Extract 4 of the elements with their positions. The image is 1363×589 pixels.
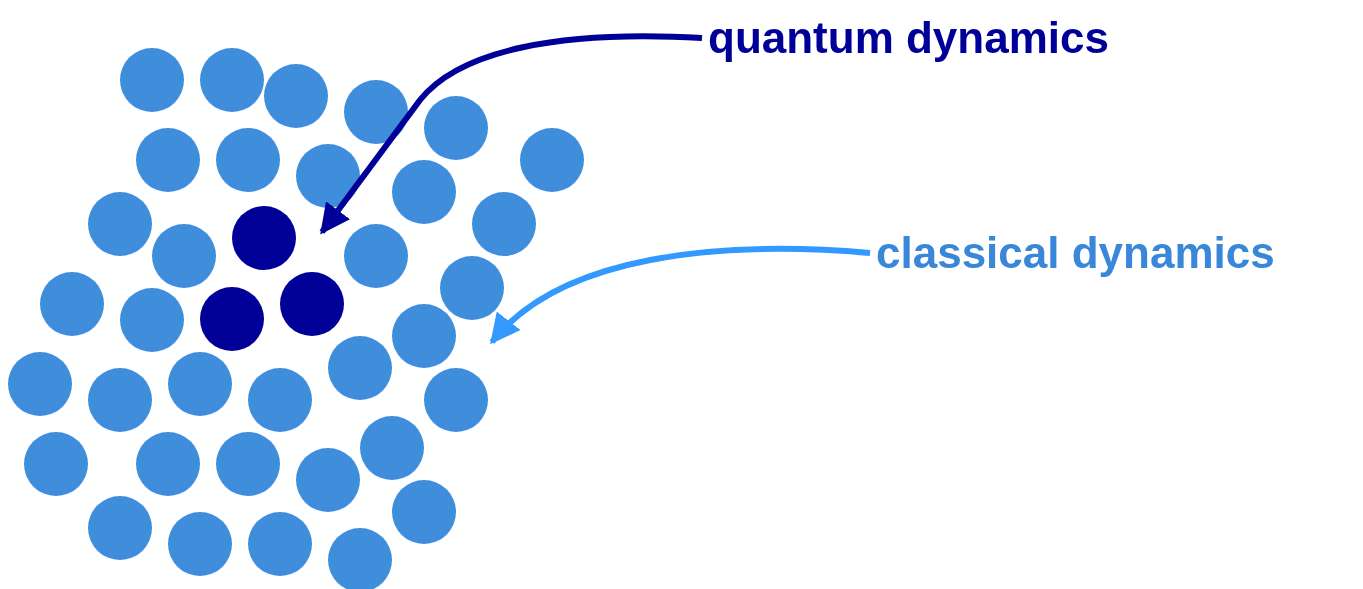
annotation-label: classical dynamics [876,231,1275,275]
annotation-label: quantum dynamics [708,16,1109,60]
leader-arrow [319,33,703,235]
leader-arrow [489,246,871,345]
